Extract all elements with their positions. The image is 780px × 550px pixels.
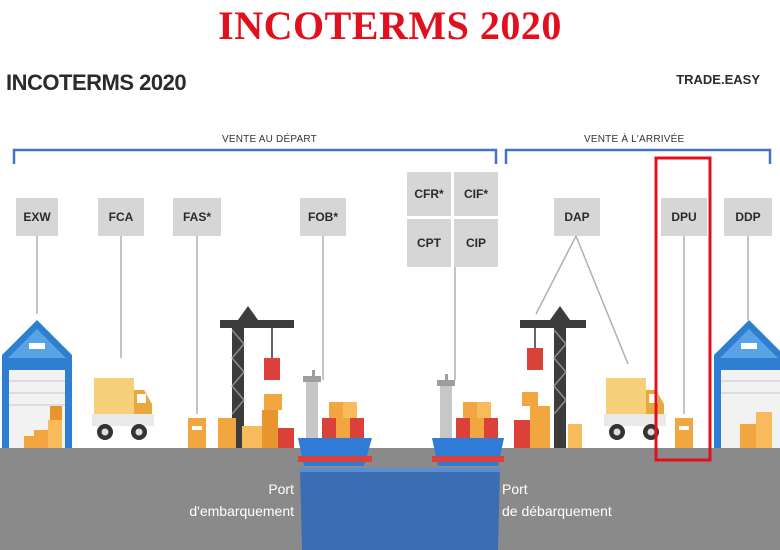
line-dap-left [535,235,577,315]
water-surface [300,468,500,472]
bracket-departure [12,148,498,164]
term-dap: DAP [554,198,600,236]
group-label-departure: VENTE AU DÉPART [222,134,317,145]
port-loading-line2: d'embarquement [189,503,294,519]
port-loading-label: Port d'embarquement [184,478,294,522]
diagram-title: INCOTERMS 2020 [6,70,187,95]
term-cpt: CPT [407,219,451,267]
ship-left [298,370,372,466]
banner: INCOTERMS 2020 [0,0,780,58]
ship-right [432,374,504,466]
port-unloading-label: Port de débarquement [502,478,632,522]
banner-title: INCOTERMS 2020 [218,3,562,48]
bracket-arrival [504,148,772,164]
warehouse-left [2,320,72,448]
term-exw: EXW [16,198,58,236]
term-cip: CIP [454,219,498,267]
term-cfr: CFR* [407,172,451,216]
truck-left [92,378,154,440]
group-label-arrival: VENTE À L'ARRIVÉE [584,134,685,145]
port-unloading-line2: de débarquement [502,503,612,519]
line-dap-right [575,235,629,365]
crane-right [514,306,586,448]
dpu-highlight-frame [654,156,712,462]
water-basin [300,468,500,550]
fas-cargo-box [188,418,206,448]
term-ddp: DDP [724,198,772,236]
term-fob: FOB* [300,198,346,236]
term-dpu: DPU [661,198,707,236]
term-fca: FCA [98,198,144,236]
term-fas: FAS* [173,198,221,236]
incoterms-diagram: INCOTERMS 2020 TRADE.EASY VENTE AU DÉPAR… [0,58,780,550]
port-unloading-line1: Port [502,481,528,497]
port-loading-line1: Port [268,481,294,497]
crane-left [218,306,294,448]
dpu-cargo-box [675,418,693,448]
truck-right [604,378,666,440]
diagram-canvas [0,148,780,550]
term-cif: CIF* [454,172,498,216]
warehouse-right [714,320,780,448]
brand-logo-text: TRADE.EASY [676,72,760,87]
